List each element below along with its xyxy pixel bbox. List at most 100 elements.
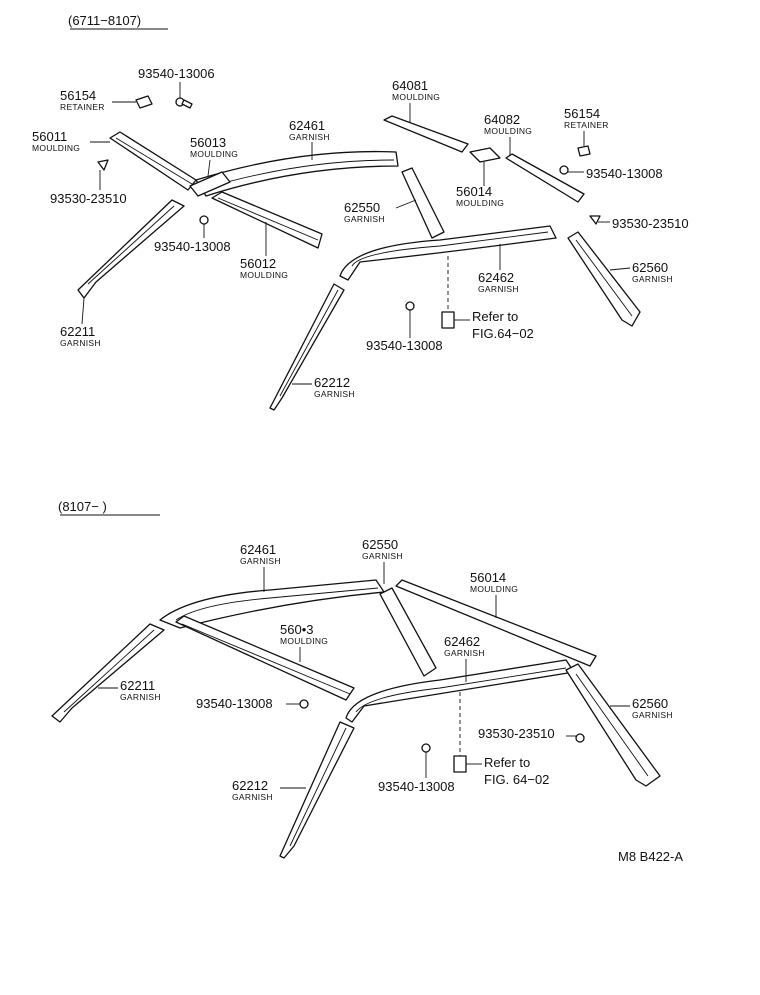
part-64081-moulding — [383, 115, 469, 153]
clip-refer-top-icon — [441, 311, 455, 329]
label-93540-13008-b-left: 93540-13008 — [196, 696, 273, 711]
label-93540-13008-right: 93540-13008 — [586, 166, 663, 181]
svg-text:56014: 56014 — [456, 184, 492, 199]
part-56012-moulding — [211, 191, 323, 249]
part-62550-garnish — [401, 167, 445, 239]
svg-text:FIG. 64−02: FIG. 64−02 — [484, 772, 549, 787]
svg-text:62211: 62211 — [60, 324, 95, 339]
svg-text:56013: 56013 — [190, 135, 226, 150]
refer-note-top: Refer to FIG.64−02 — [472, 309, 534, 341]
svg-text:RETAINER: RETAINER — [564, 120, 609, 130]
bolt-93540-top-left-icon — [199, 215, 209, 225]
part-62462-garnish-b — [345, 659, 575, 723]
screw-93530-right-icon — [589, 215, 601, 225]
svg-text:62212: 62212 — [314, 375, 350, 390]
svg-text:56011: 56011 — [32, 129, 67, 144]
bolt-93540-bottom-center-icon — [421, 743, 431, 753]
svg-text:62560: 62560 — [632, 696, 668, 711]
svg-text:62212: 62212 — [232, 778, 268, 793]
label-62550-garnish-b: 62550 GARNISH — [362, 537, 403, 561]
label-62560-garnish-b: 62560 GARNISH — [632, 696, 673, 720]
svg-text:Refer to: Refer to — [484, 755, 530, 770]
part-56013-moulding — [189, 171, 231, 197]
label-62462-garnish: 62462 GARNISH — [478, 270, 519, 294]
svg-text:62211: 62211 — [120, 678, 155, 693]
label-62550-garnish: 62550 GARNISH — [344, 200, 385, 224]
part-56014-moulding — [469, 147, 501, 163]
label-62461-garnish-b: 62461 GARNISH — [240, 542, 281, 566]
svg-text:56014: 56014 — [470, 570, 506, 585]
part-62560-garnish-b — [565, 663, 661, 787]
svg-text:62560: 62560 — [632, 260, 668, 275]
screw-93530-bottom-icon — [575, 733, 585, 743]
label-62560-garnish: 62560 GARNISH — [632, 260, 673, 284]
svg-text:62461: 62461 — [240, 542, 276, 557]
svg-text:GARNISH: GARNISH — [240, 556, 281, 566]
screw-93530-left-icon — [97, 159, 109, 171]
label-62211-garnish-b: 62211 GARNISH — [120, 678, 161, 702]
svg-text:MOULDING: MOULDING — [484, 126, 532, 136]
svg-text:MOULDING: MOULDING — [280, 636, 328, 646]
label-93530-23510-right: 93530-23510 — [612, 216, 689, 231]
label-62461-garnish: 62461 GARNISH — [289, 118, 330, 142]
label-56012-moulding: 56012 MOULDING — [240, 256, 288, 280]
svg-text:FIG.64−02: FIG.64−02 — [472, 326, 534, 341]
label-56013-moulding-b: 560•3 MOULDING — [280, 622, 328, 646]
label-93540-13008-b-center: 93540-13008 — [378, 779, 455, 794]
svg-text:64081: 64081 — [392, 78, 428, 93]
svg-text:64082: 64082 — [484, 112, 520, 127]
svg-text:62550: 62550 — [362, 537, 398, 552]
bolt-93540-top-center-icon — [405, 301, 415, 311]
part-62211-garnish — [77, 199, 185, 299]
svg-text:GARNISH: GARNISH — [232, 792, 273, 802]
part-62550-garnish-b — [379, 587, 437, 677]
svg-text:62550: 62550 — [344, 200, 380, 215]
svg-text:62462: 62462 — [444, 634, 480, 649]
figure-code: M8 B422-A — [618, 849, 683, 864]
svg-text:MOULDING: MOULDING — [240, 270, 288, 280]
svg-text:62462: 62462 — [478, 270, 514, 285]
label-93540-13008-left: 93540-13008 — [154, 239, 231, 254]
part-56014-moulding-b — [395, 579, 597, 667]
svg-text:GARNISH: GARNISH — [289, 132, 330, 142]
label-62212-garnish: 62212 GARNISH — [314, 375, 355, 399]
svg-text:GARNISH: GARNISH — [444, 648, 485, 658]
svg-text:RETAINER: RETAINER — [60, 102, 105, 112]
bolt-93540-top-right-icon — [559, 165, 569, 175]
label-56154-retainer-left: 56154 RETAINER — [60, 88, 105, 112]
svg-text:MOULDING: MOULDING — [32, 143, 80, 153]
clip-refer-bottom-icon — [453, 755, 467, 773]
label-64081-moulding: 64081 MOULDING — [392, 78, 440, 102]
svg-text:GARNISH: GARNISH — [478, 284, 519, 294]
svg-text:MOULDING: MOULDING — [456, 198, 504, 208]
label-62211-garnish: 62211 GARNISH — [60, 324, 101, 348]
svg-text:GARNISH: GARNISH — [632, 710, 673, 720]
svg-text:GARNISH: GARNISH — [120, 692, 161, 702]
part-56011-moulding — [109, 131, 197, 191]
label-62212-garnish-b: 62212 GARNISH — [232, 778, 273, 802]
part-62461-garnish — [195, 150, 399, 197]
label-64082-moulding: 64082 MOULDING — [484, 112, 532, 136]
svg-text:GARNISH: GARNISH — [632, 274, 673, 284]
part-62461-garnish-b — [159, 579, 385, 629]
part-64082-moulding — [505, 153, 585, 203]
retainer-56154-left-icon — [135, 95, 153, 109]
label-56011-moulding: 56011 MOULDING — [32, 129, 80, 153]
label-56014-moulding: 56014 MOULDING — [456, 184, 504, 208]
svg-text:GARNISH: GARNISH — [60, 338, 101, 348]
label-93540-13006: 93540-13006 — [138, 66, 215, 81]
label-56013-moulding: 56013 MOULDING — [190, 135, 238, 159]
label-93530-23510-b: 93530-23510 — [478, 726, 555, 741]
svg-text:MOULDING: MOULDING — [190, 149, 238, 159]
label-56154-retainer-right: 56154 RETAINER — [564, 106, 609, 130]
svg-text:56154: 56154 — [564, 106, 600, 121]
svg-text:Refer to: Refer to — [472, 309, 518, 324]
svg-text:560•3: 560•3 — [280, 622, 313, 637]
label-62462-garnish-b: 62462 GARNISH — [444, 634, 485, 658]
part-56013-moulding-b — [175, 615, 355, 701]
label-56014-moulding-b: 56014 MOULDING — [470, 570, 518, 594]
part-62462-garnish — [339, 225, 557, 281]
svg-text:56012: 56012 — [240, 256, 276, 271]
top-section-header: (6711−8107) — [68, 13, 141, 28]
